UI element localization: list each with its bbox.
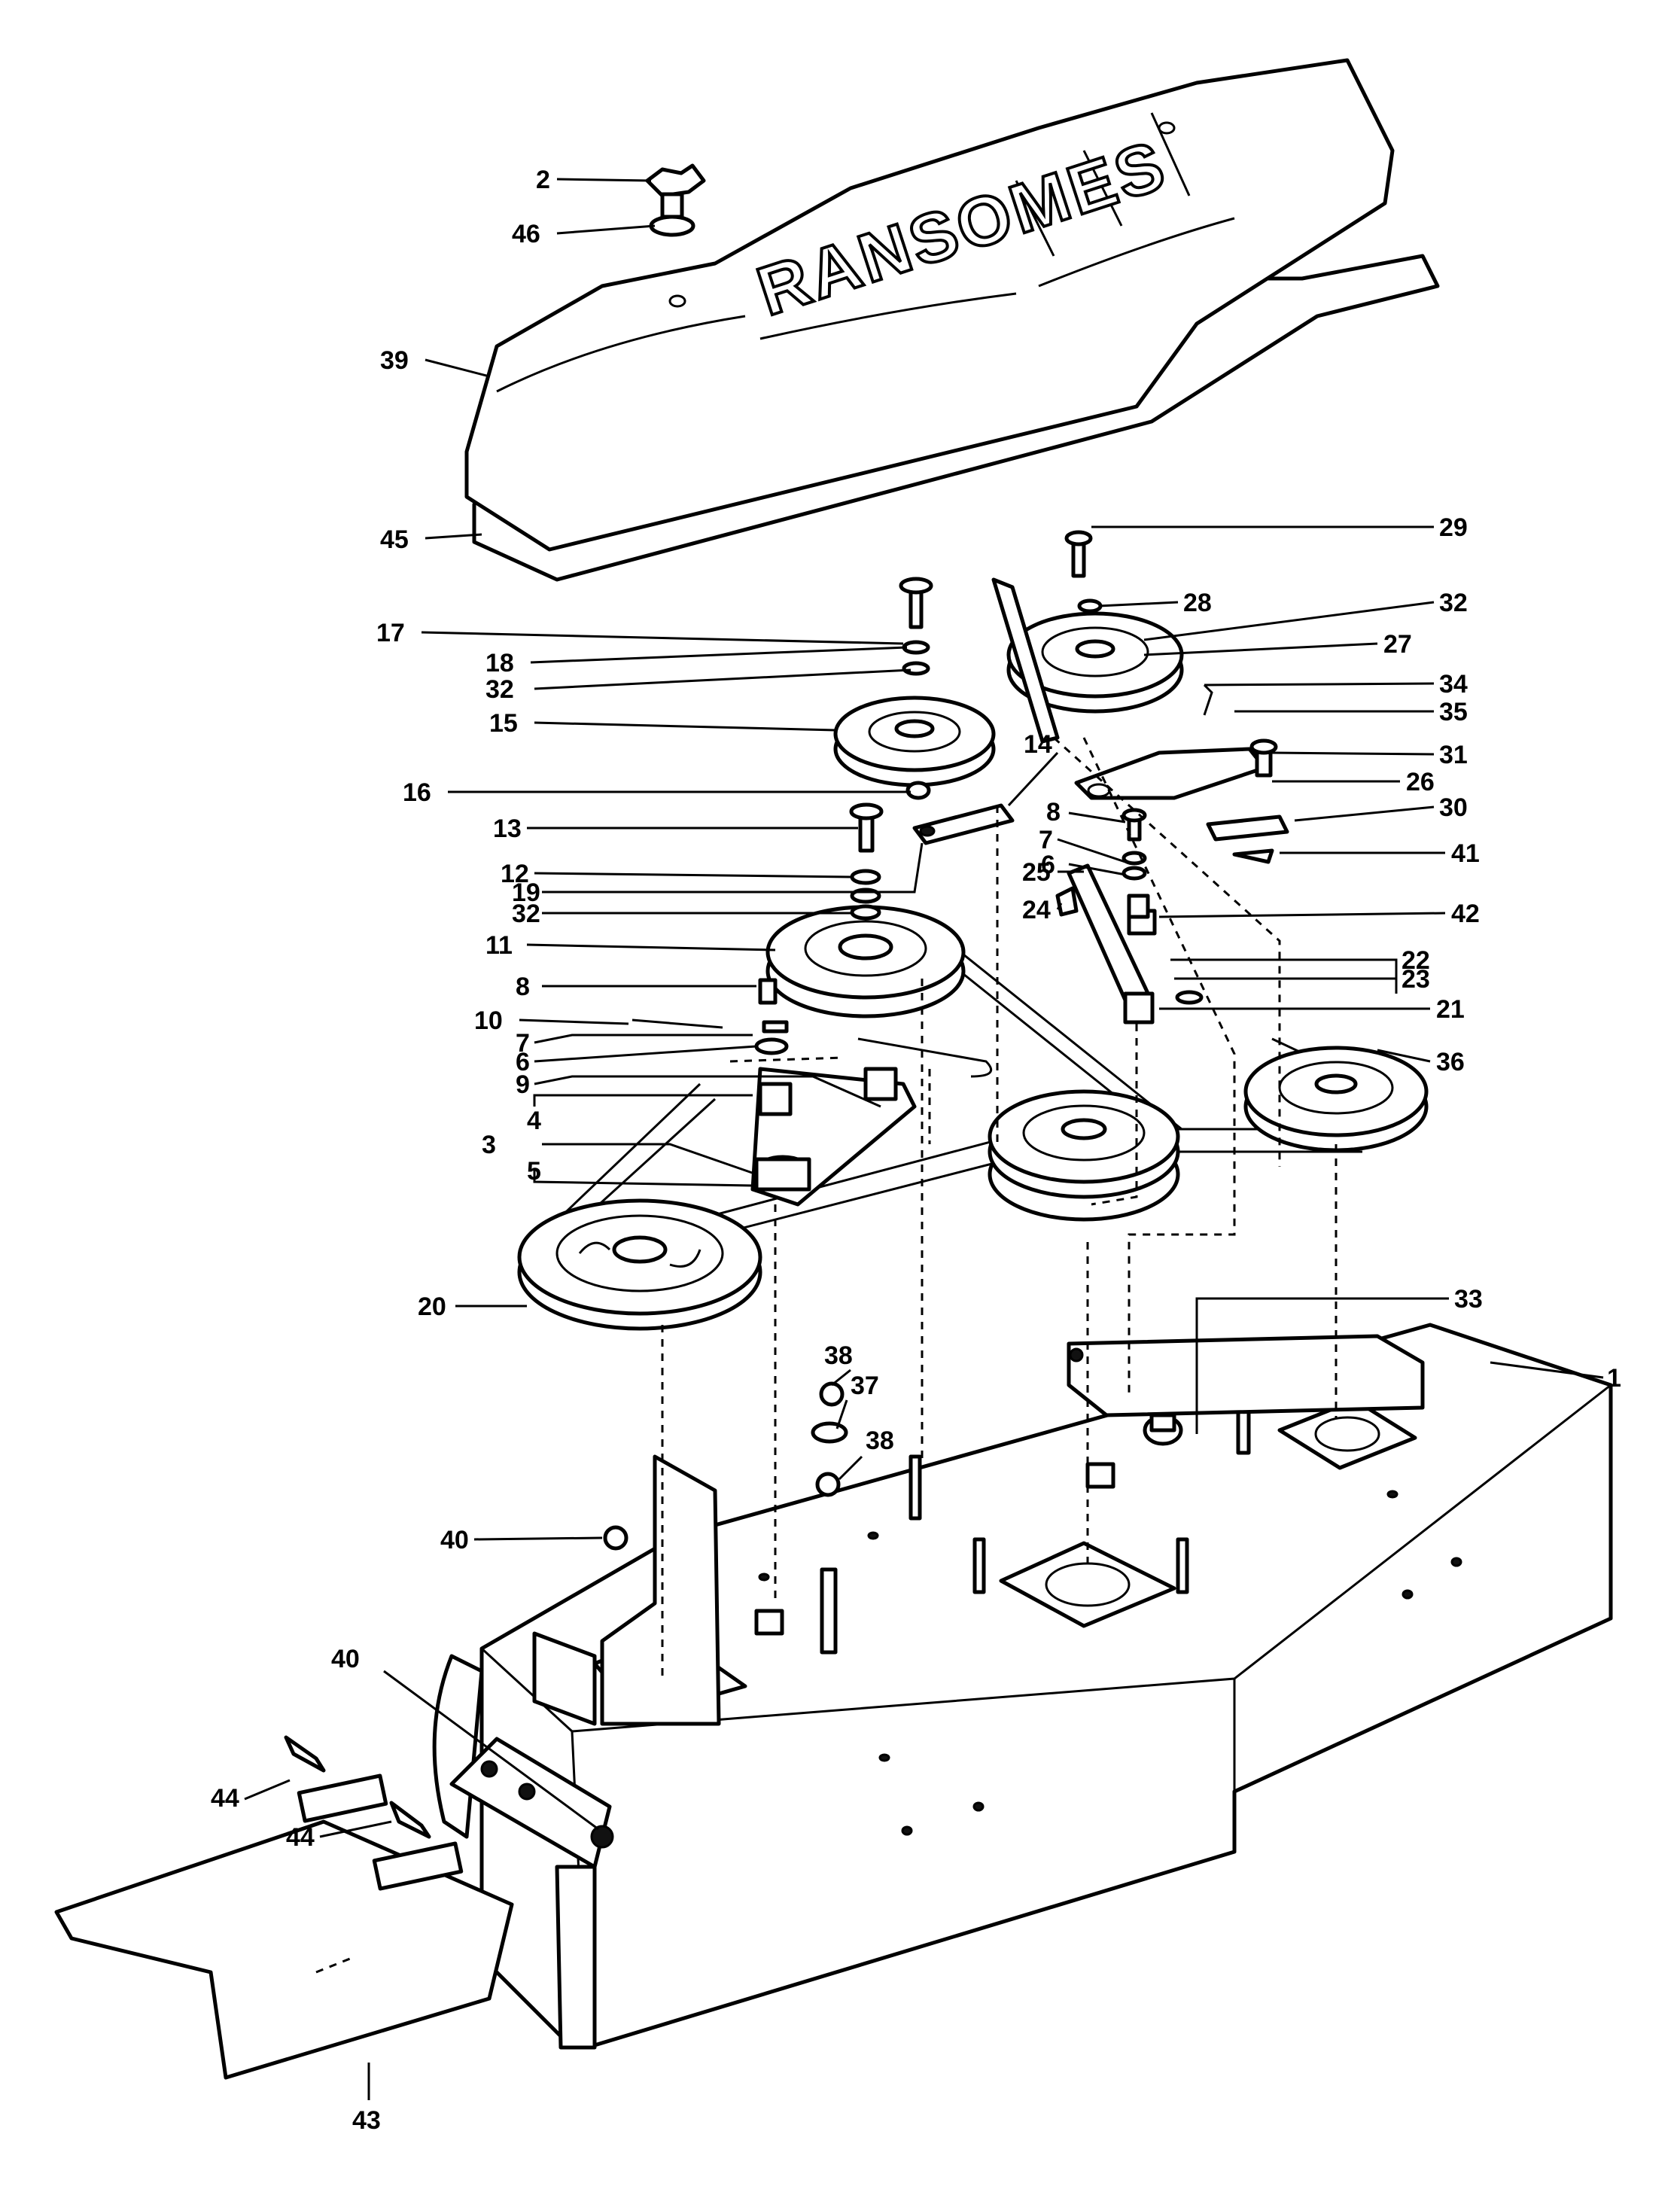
callout-20: 20 xyxy=(418,1292,446,1321)
callout-33: 33 xyxy=(1454,1285,1483,1314)
callout-17: 17 xyxy=(376,619,405,647)
callout-19: 19 xyxy=(512,878,540,907)
alignment-lines xyxy=(661,736,1338,1679)
callout-12: 12 xyxy=(501,860,529,888)
callout-38-lower: 38 xyxy=(866,1426,894,1455)
callout-32-middle: 32 xyxy=(485,675,514,704)
callout-10: 10 xyxy=(474,1006,503,1035)
callout-18: 18 xyxy=(485,649,514,677)
callout-46: 46 xyxy=(512,220,540,248)
callout-21: 21 xyxy=(1436,995,1465,1024)
left-bracket xyxy=(532,1454,721,1726)
callout-14: 14 xyxy=(1024,730,1052,759)
callout-24: 24 xyxy=(1022,896,1051,924)
callout-35: 35 xyxy=(1439,698,1468,726)
callout-38-upper: 38 xyxy=(824,1341,853,1370)
callout-6-left: 6 xyxy=(516,1048,530,1076)
callout-22: 22 xyxy=(1402,946,1430,975)
callout-29: 29 xyxy=(1439,513,1468,542)
callout-13: 13 xyxy=(493,814,522,843)
fasteners xyxy=(603,530,1278,1551)
discharge-chute xyxy=(54,1735,514,2080)
callout-5: 5 xyxy=(527,1157,541,1186)
callout-37: 37 xyxy=(851,1372,879,1400)
callout-16: 16 xyxy=(403,778,431,807)
rod-34 xyxy=(991,577,1213,744)
callout-32-upper: 32 xyxy=(1439,589,1468,617)
callout-23: 23 xyxy=(1402,965,1430,994)
callout-27: 27 xyxy=(1383,630,1412,659)
callout-3: 3 xyxy=(482,1131,496,1159)
callout-28: 28 xyxy=(1183,589,1212,617)
callout-8-left: 8 xyxy=(516,973,530,1001)
link-24 xyxy=(1055,863,1154,1011)
belt-cover: RANSOMES xyxy=(464,58,1395,552)
callout-4: 4 xyxy=(527,1107,541,1135)
callout-25: 25 xyxy=(1022,858,1051,887)
callout-11: 11 xyxy=(485,931,513,960)
cover-knob xyxy=(645,163,706,237)
callout-40-upper: 40 xyxy=(440,1526,469,1554)
callout-15: 15 xyxy=(489,709,518,738)
callout-31: 31 xyxy=(1439,741,1468,769)
callout-34: 34 xyxy=(1439,670,1468,699)
pulley-27 xyxy=(1006,611,1184,714)
callout-44-lower: 44 xyxy=(286,1823,315,1852)
callout-8-right: 8 xyxy=(1046,798,1061,827)
arm-14 xyxy=(912,803,1015,845)
callout-6-right: 6 xyxy=(1041,851,1055,879)
callout-42: 42 xyxy=(1451,900,1480,928)
hinge-bracket xyxy=(449,1737,614,2050)
callout-26: 26 xyxy=(1406,768,1435,796)
pulley-11 xyxy=(765,905,966,1018)
rod-10 xyxy=(632,1018,993,1078)
callout-41: 41 xyxy=(1451,839,1480,868)
pulley-centre xyxy=(988,1089,1180,1222)
pulley-15 xyxy=(833,696,996,787)
pulley-right xyxy=(1243,1046,1429,1152)
callout-39: 39 xyxy=(380,346,409,375)
callout-7-left: 7 xyxy=(516,1029,530,1058)
callout-9: 9 xyxy=(516,1070,530,1099)
callout-36: 36 xyxy=(1436,1048,1465,1076)
bracket-33 xyxy=(1067,1334,1425,1446)
callout-44-upper: 44 xyxy=(211,1784,239,1813)
callout-labels: 2 46 39 45 29 28 32 27 17 18 32 15 34 35… xyxy=(211,166,1621,2135)
callout-7-right: 7 xyxy=(1039,826,1053,854)
callout-1: 1 xyxy=(1607,1364,1621,1393)
callout-45: 45 xyxy=(380,525,409,554)
callout-2: 2 xyxy=(536,166,550,194)
callout-40-lower: 40 xyxy=(331,1645,360,1673)
callout-30: 30 xyxy=(1439,793,1468,822)
callout-43: 43 xyxy=(352,2106,381,2135)
leader-lines xyxy=(244,178,1604,2100)
callout-32-lower: 32 xyxy=(512,900,540,928)
pulley-20 xyxy=(517,1198,762,1331)
